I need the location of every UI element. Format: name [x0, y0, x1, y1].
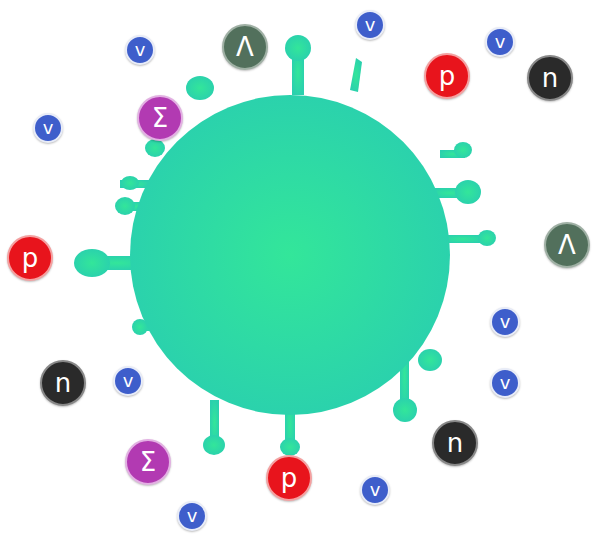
baryon-circle: p	[424, 53, 470, 99]
baryon-circle: Λ	[222, 24, 268, 70]
baryon-circle: Σ	[125, 439, 171, 485]
particle-symbol: p	[439, 63, 456, 89]
particle-symbol: n	[447, 430, 463, 456]
particle-symbol: p	[22, 245, 39, 271]
baryon-circle: n	[527, 55, 573, 101]
baryon-circle: Λ	[544, 222, 590, 268]
neutrino-circle: v	[177, 501, 207, 531]
neutrino-circle: v	[125, 35, 155, 65]
particle-symbol: v	[370, 481, 381, 499]
particle-symbol: Λ	[236, 34, 254, 60]
particle-symbol: v	[500, 374, 511, 392]
particle-symbol: v	[135, 41, 146, 59]
baryon-circle: p	[266, 455, 312, 501]
particle-symbol: v	[123, 372, 134, 390]
neutrino-circle: v	[33, 113, 63, 143]
neutrino-circle: v	[360, 475, 390, 505]
particle-symbol: v	[187, 507, 198, 525]
particle-symbol: v	[43, 119, 54, 137]
baryon-circle: Σ	[137, 95, 183, 141]
blob-bulbs	[74, 35, 496, 456]
particle-symbol: v	[500, 313, 511, 331]
baryon-circle: n	[40, 360, 86, 406]
particle-symbol: Λ	[558, 232, 576, 258]
particle-symbol: v	[365, 16, 376, 34]
particle-symbol: Σ	[152, 105, 168, 131]
particle-symbol: Σ	[140, 449, 156, 475]
particle-symbol: p	[281, 465, 298, 491]
neutrino-circle: v	[490, 368, 520, 398]
neutrino-circle: v	[113, 366, 143, 396]
particle-symbol: n	[55, 370, 71, 396]
neutrino-circle: v	[355, 10, 385, 40]
baryon-circle: p	[7, 235, 53, 281]
neutrino-circle: v	[490, 307, 520, 337]
baryon-circle: n	[432, 420, 478, 466]
particle-symbol: v	[495, 33, 506, 51]
particle-symbol: n	[542, 65, 558, 91]
neutrino-circle: v	[485, 27, 515, 57]
